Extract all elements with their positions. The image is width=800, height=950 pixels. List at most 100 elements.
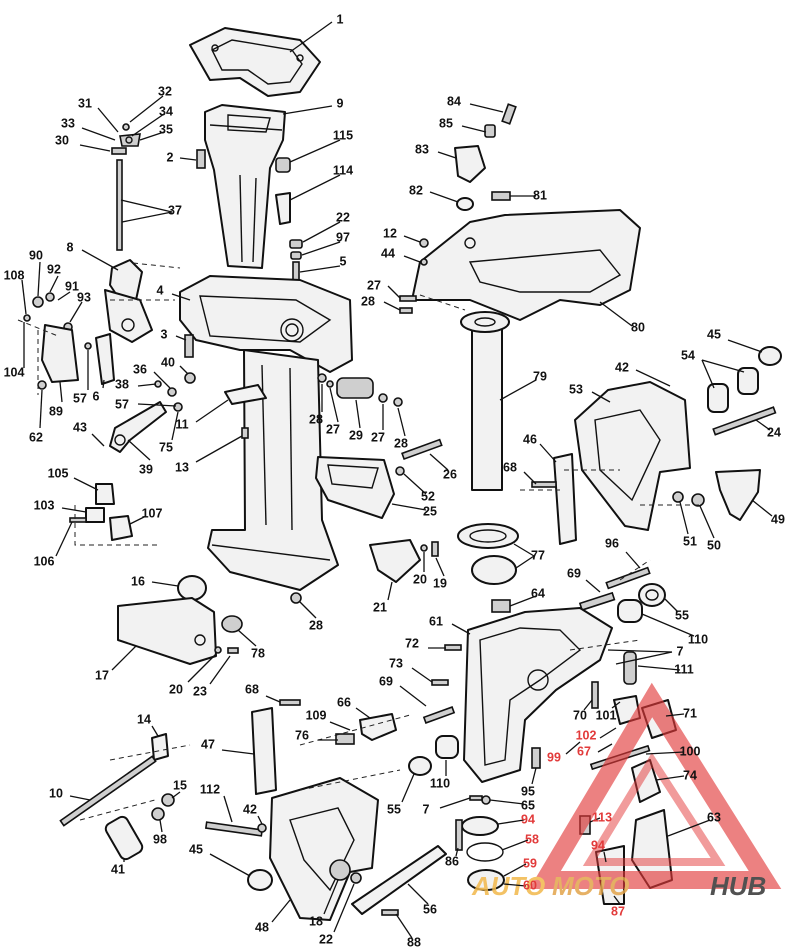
callout-12: 12: [383, 226, 397, 240]
callout-2: 2: [167, 150, 174, 164]
callout-70: 70: [573, 708, 587, 722]
watermark-triangle-outer: [529, 682, 782, 889]
leader-line-103: [61, 507, 87, 513]
parts-artwork: [17, 27, 782, 921]
callout-38: 38: [115, 377, 129, 391]
leader-line-77: [515, 555, 535, 569]
leader-line-83: [437, 151, 457, 159]
callout-43: 43: [73, 420, 87, 434]
leader-line-26: [429, 453, 449, 471]
callout-92: 92: [47, 262, 61, 276]
leader-line-97: [301, 241, 341, 256]
watermark-text-auto: AUTO: [471, 871, 545, 901]
leader-line-22: [302, 221, 341, 243]
callout-74: 74: [683, 768, 697, 782]
callout-18: 18: [309, 914, 323, 928]
callout-49: 49: [771, 512, 785, 526]
leader-line-42: [635, 369, 671, 387]
callout-111: 111: [674, 662, 694, 676]
leader-line-14: [151, 725, 159, 737]
leader-line-112: [223, 795, 233, 823]
leader-line-60: [503, 883, 527, 887]
callout-14: 14: [137, 712, 151, 726]
callout-45: 45: [189, 842, 203, 856]
callout-97: 97: [336, 230, 350, 244]
leader-line-115: [289, 139, 341, 163]
leader-line-87: [613, 895, 621, 905]
leader-line-69: [585, 579, 601, 593]
callout-29: 29: [349, 428, 363, 442]
leader-line-38: [137, 383, 157, 387]
exhaust-housing: [204, 104, 286, 269]
leader-line-55: [663, 597, 679, 613]
callout-9: 9: [337, 96, 344, 110]
callout-53: 53: [569, 382, 583, 396]
leader-line-54: [701, 359, 745, 373]
leader-line-7: [607, 649, 673, 653]
stud: [196, 149, 206, 169]
callout-1: 1: [337, 12, 344, 26]
callout-45: 45: [707, 327, 721, 341]
leader-line-45: [727, 339, 763, 353]
callout-51: 51: [683, 534, 697, 548]
callout-28: 28: [309, 618, 323, 632]
callout-44: 44: [381, 246, 395, 260]
leader-line-92: [49, 275, 59, 293]
callout-7: 7: [423, 802, 430, 816]
leader-line-73: [411, 667, 433, 683]
callout-69: 69: [379, 674, 393, 688]
leader-line-101: [611, 701, 621, 709]
leader-line-62: [39, 389, 43, 429]
leader-line-36: [153, 371, 171, 389]
leader-line-22: [333, 883, 355, 933]
callout-42: 42: [615, 360, 629, 374]
callout-20: 20: [413, 572, 427, 586]
leader-line-52: [403, 473, 427, 495]
leader-line-27: [329, 387, 339, 423]
callout-3: 3: [161, 327, 168, 341]
leader-line-6: [102, 379, 105, 389]
callout-72: 72: [405, 636, 419, 650]
callout-7: 7: [677, 644, 684, 658]
callout-36: 36: [133, 362, 147, 376]
callout-4: 4: [157, 283, 164, 297]
leader-line-49: [751, 499, 773, 517]
leader-line-90: [37, 261, 41, 297]
leader-line-33: [81, 127, 116, 141]
leader-line-113: [589, 817, 601, 823]
leader-line-114: [289, 174, 341, 201]
leader-line-93: [69, 301, 83, 323]
callout-57: 57: [73, 391, 87, 405]
callout-79: 79: [533, 369, 547, 383]
leader-line-15: [171, 791, 181, 799]
leader-line-64: [509, 595, 537, 607]
callout-39: 39: [139, 462, 153, 476]
callout-110: 110: [430, 776, 450, 790]
leader-line-31: [97, 107, 119, 133]
leader-line-98: [159, 819, 163, 833]
leader-line-21: [387, 581, 393, 601]
callout-32: 32: [158, 84, 172, 98]
leader-line-85: [461, 125, 487, 133]
leader-line-107: [129, 515, 147, 525]
clamp-bracket-right: [574, 381, 691, 531]
leader-line-7: [615, 651, 673, 665]
callout-48: 48: [255, 920, 269, 934]
callout-40: 40: [161, 355, 175, 369]
callout-110: 110: [688, 632, 708, 646]
grommet: [275, 157, 291, 173]
leader-line-9: [282, 105, 333, 115]
callout-68: 68: [503, 460, 517, 474]
callout-55: 55: [387, 802, 401, 816]
callout-61: 61: [429, 614, 443, 628]
leader-line-80: [599, 301, 633, 327]
leader-line-37: [120, 199, 173, 213]
stern-bracket: [463, 607, 613, 783]
leader-line-48: [271, 899, 291, 923]
callout-15: 15: [173, 778, 187, 792]
leader-line-106: [55, 521, 73, 557]
callout-41: 41: [111, 862, 125, 876]
leader-line-20: [187, 653, 217, 683]
callout-83: 83: [415, 142, 429, 156]
callout-28: 28: [361, 294, 375, 308]
